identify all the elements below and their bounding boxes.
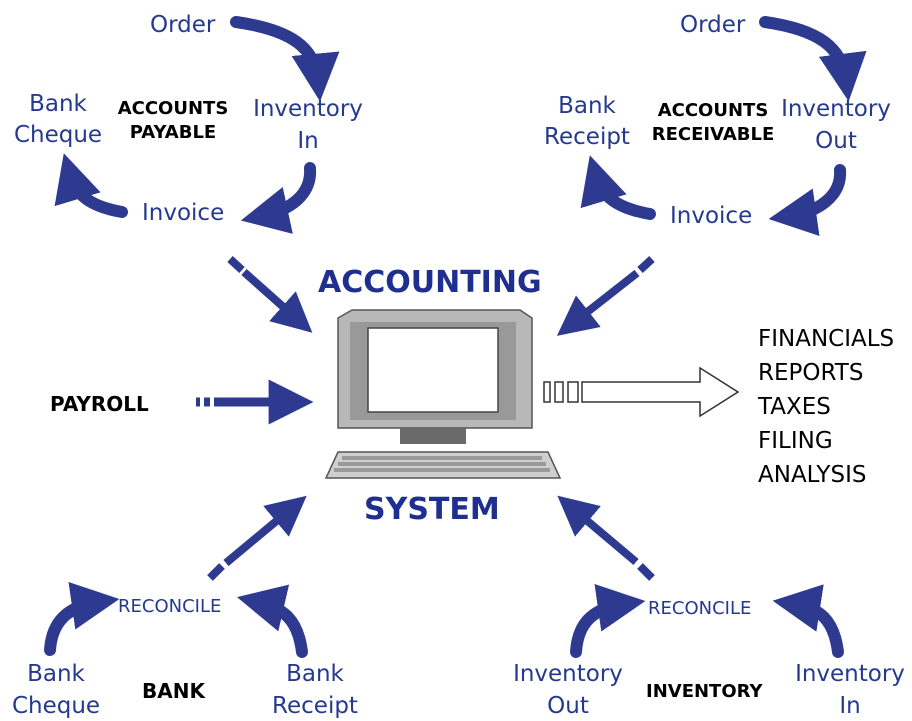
bank-reconcile: RECONCILE — [118, 596, 222, 617]
arrow-receivable-to-system — [556, 256, 655, 336]
ap-bank-cheque: Bank Cheque — [13, 91, 103, 148]
inventory-out: Inventory Out — [513, 661, 623, 719]
bank-heading: BANK — [142, 679, 205, 703]
curved-arrow-invoice-to-bank-receipt — [580, 155, 656, 220]
output-reports: REPORTS — [758, 360, 864, 386]
curved-arrow-order-to-inventory — [230, 16, 340, 102]
curved-arrow-out-to-reconcile — [570, 583, 646, 658]
payroll-label: PAYROLL — [50, 392, 149, 416]
inventory-heading: INVENTORY — [646, 681, 763, 702]
arrow-inventory-to-system — [557, 495, 655, 581]
bank-receipt: Bank Receipt — [272, 661, 358, 719]
ar-order: Order — [680, 12, 746, 38]
curved-arrow-order-to-inventory-out — [759, 16, 867, 102]
arrow-bank-to-system — [207, 495, 307, 581]
title-system: SYSTEM — [364, 492, 500, 527]
output-analysis: ANALYSIS — [758, 462, 867, 488]
curved-arrow-inventory-out-to-invoice — [768, 164, 847, 237]
ar-inventory-out: Inventory Out — [781, 96, 891, 154]
ap-invoice: Invoice — [142, 200, 225, 226]
curved-arrow-invoice-to-bank — [54, 153, 128, 218]
output-list: FINANCIALS REPORTS TAXES FILING ANALYSIS — [758, 328, 894, 487]
curved-arrow-inventory-to-invoice — [240, 162, 317, 234]
curved-arrow-receipt-to-reconcile — [236, 584, 308, 658]
output-filing: FILING — [758, 428, 833, 454]
bank-cheque: Bank Cheque — [11, 661, 101, 719]
output-financials: FINANCIALS — [758, 326, 895, 352]
ap-heading: ACCOUNTS PAYABLE — [117, 98, 229, 143]
inventory-in: Inventory In — [795, 661, 905, 719]
ap-order: Order — [150, 12, 216, 38]
arrow-payable-to-system — [227, 256, 313, 333]
ar-invoice: Invoice — [670, 203, 753, 229]
output-taxes: TAXES — [758, 394, 831, 420]
computer-illustration — [324, 309, 562, 479]
curved-arrow-in-to-reconcile — [772, 584, 844, 658]
inventory-reconcile: RECONCILE — [648, 598, 752, 619]
title-accounting: ACCOUNTING — [318, 265, 542, 300]
curved-arrow-cheque-to-reconcile — [44, 581, 120, 656]
output-arrow-outline — [543, 366, 740, 418]
ar-bank-receipt: Bank Receipt — [544, 93, 630, 150]
ar-heading: ACCOUNTS RECEIVABLE — [651, 100, 775, 145]
ap-inventory-in: Inventory In — [253, 96, 363, 154]
